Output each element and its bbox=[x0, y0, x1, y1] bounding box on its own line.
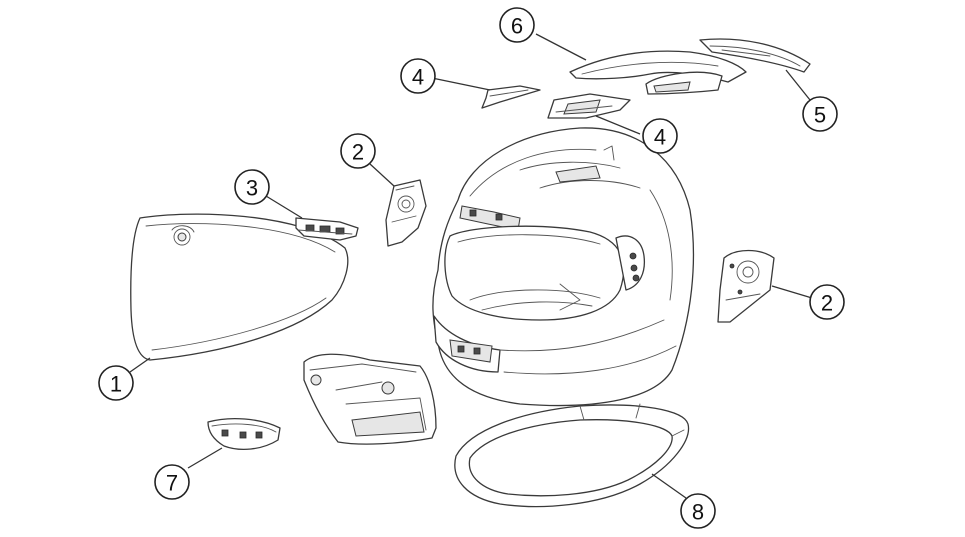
callout-pivot-left: 2 bbox=[340, 133, 376, 169]
callout-rear-spoiler: 5 bbox=[802, 96, 838, 132]
chin-liner-part bbox=[303, 353, 437, 445]
callout-top-vent-center: 4 bbox=[642, 118, 678, 154]
callout-chin-vent: 3 bbox=[234, 169, 270, 205]
callout-visor: 1 bbox=[98, 365, 134, 401]
callout-label-chin-vent: 3 bbox=[246, 176, 258, 201]
pivot-left-part bbox=[385, 179, 427, 247]
callout-neck-roll: 8 bbox=[680, 493, 716, 529]
callout-label-pivot-left: 2 bbox=[352, 140, 364, 165]
rear-spoiler-part bbox=[699, 38, 811, 73]
callout-top-vent-cover: 6 bbox=[499, 7, 535, 43]
neck-roll-part bbox=[454, 403, 690, 508]
visor-part bbox=[130, 213, 349, 361]
top-vent-left-part bbox=[481, 85, 541, 109]
callout-label-top-vent-left: 4 bbox=[412, 65, 424, 90]
callout-label-top-vent-cover: 6 bbox=[511, 14, 523, 39]
callout-top-vent-left: 4 bbox=[400, 58, 436, 94]
top-vent-center-part bbox=[547, 93, 631, 119]
callout-label-breath-guard: 7 bbox=[166, 471, 178, 496]
callout-breath-guard: 7 bbox=[154, 464, 190, 500]
callout-label-neck-roll: 8 bbox=[692, 500, 704, 525]
callout-label-top-vent-center: 4 bbox=[654, 125, 666, 150]
callout-pivot-right: 2 bbox=[809, 284, 845, 320]
callout-label-rear-spoiler: 5 bbox=[814, 103, 826, 128]
breath-guard-part bbox=[207, 418, 281, 451]
chin-vent-part bbox=[295, 217, 359, 241]
pivot-right-part bbox=[717, 249, 775, 323]
helmet-shell-part bbox=[432, 127, 695, 407]
callout-label-pivot-right: 2 bbox=[821, 291, 833, 316]
leader-lines bbox=[129, 33, 813, 499]
callout-label-visor: 1 bbox=[110, 372, 122, 397]
top-vent-cover-part bbox=[569, 50, 747, 95]
